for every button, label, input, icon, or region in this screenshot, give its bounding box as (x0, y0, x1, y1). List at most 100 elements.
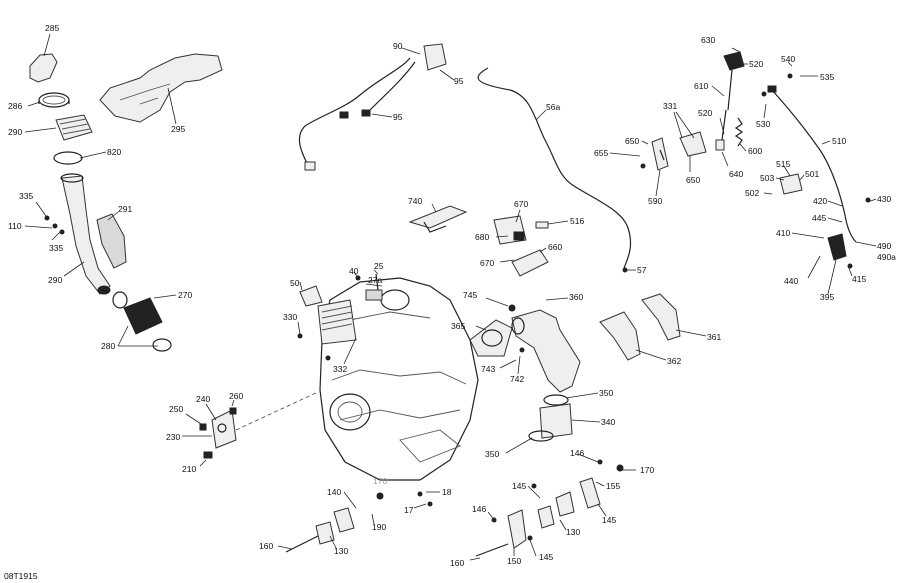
callout-57: 57 (637, 265, 647, 275)
callout-285: 285 (45, 23, 59, 33)
part-270-boot (112, 291, 172, 352)
callout-160: 160 (450, 558, 464, 568)
callout-335: 335 (49, 243, 63, 253)
part-286-clamp (38, 92, 70, 108)
callout-331: 331 (663, 101, 677, 111)
part-590-pedal (651, 137, 669, 171)
callout-290: 290 (8, 127, 22, 137)
callout-260: 260 (229, 391, 243, 401)
callout-743: 743 (481, 364, 495, 374)
callout-630: 630 (701, 35, 715, 45)
part-630-knob (715, 51, 745, 151)
part-290-intake-duct (60, 173, 111, 295)
part-331-clip (679, 131, 707, 157)
callout-535: 535 (820, 72, 834, 82)
callout-190: 190 (372, 522, 386, 532)
callout-332: 332 (333, 364, 347, 374)
callout-740: 740 (408, 196, 422, 206)
callout-130: 130 (566, 527, 580, 537)
callout-146: 146 (570, 448, 584, 458)
leader-lines (24, 33, 877, 561)
callout-361: 361 (707, 332, 721, 342)
callout-145: 145 (539, 552, 553, 562)
callout-95: 95 (393, 112, 403, 122)
part-56a-hose (477, 67, 632, 269)
callout-680: 680 (475, 232, 489, 242)
part-340-muffler (528, 394, 573, 442)
part-395-bracket (827, 233, 847, 261)
callout-365: 365 (451, 321, 465, 331)
callout-50: 50 (290, 278, 300, 288)
callout-280: 280 (101, 341, 115, 351)
callout-155: 155 (606, 481, 620, 491)
callout-270: 270 (178, 290, 192, 300)
callout-335: 335 (19, 191, 33, 201)
part-295-heat-shield (99, 53, 223, 123)
document-id: 08T1915 (4, 571, 38, 581)
callout-17: 17 (404, 505, 414, 515)
fasteners (44, 73, 871, 541)
part-365-flange (469, 319, 513, 357)
callout-350: 350 (599, 388, 613, 398)
callout-250: 250 (169, 404, 183, 414)
part-150-lever-right (475, 491, 575, 557)
callout-160: 160 (259, 541, 273, 551)
callout-490: 490 (877, 241, 891, 251)
callout-430: 430 (877, 194, 891, 204)
callout-170: 170 (640, 465, 654, 475)
part-515-bracket (779, 173, 803, 195)
callout-600: 600 (748, 146, 762, 156)
callout-146: 146 (472, 504, 486, 514)
callout-445: 445 (812, 213, 826, 223)
part-360-exhaust-pipe (511, 309, 581, 393)
callout-90: 90 (393, 41, 403, 51)
callout-410: 410 (776, 228, 790, 238)
part-285-cap (29, 53, 58, 83)
part-361-shield (641, 293, 681, 341)
callout-145: 145 (602, 515, 616, 525)
callout-110: 110 (8, 221, 22, 231)
callout-590: 590 (648, 196, 662, 206)
callout-140: 140 (327, 487, 341, 497)
callout-291: 291 (118, 204, 132, 214)
part-680-valve (493, 215, 549, 245)
callout-520: 520 (749, 59, 763, 69)
callout-330: 330 (283, 312, 297, 322)
callout-640: 640 (729, 169, 743, 179)
callout-170: 170 (373, 476, 387, 486)
callout-362: 362 (667, 356, 681, 366)
callout-150: 150 (507, 556, 521, 566)
callout-240: 240 (196, 394, 210, 404)
callout-660: 660 (548, 242, 562, 252)
callout-210: 210 (182, 464, 196, 474)
callout-350: 350 (485, 449, 499, 459)
part-510-cable (767, 85, 857, 243)
part-25-fitting (365, 273, 383, 301)
part-740-bracket (408, 205, 468, 233)
callout-742: 742 (510, 374, 524, 384)
callout-56a: 56a (546, 102, 560, 112)
callout-515: 515 (776, 159, 790, 169)
part-600-spring (734, 117, 744, 147)
callout-503: 503 (760, 173, 774, 183)
callout-502: 502 (745, 188, 759, 198)
callout-230: 230 (166, 432, 180, 442)
callout-510: 510 (832, 136, 846, 146)
callout-670: 670 (480, 258, 494, 268)
callout-360: 360 (569, 292, 583, 302)
part-50-gasket (299, 285, 323, 307)
callout-290: 290 (48, 275, 62, 285)
callout-650: 650 (625, 136, 639, 146)
callout-395: 395 (820, 292, 834, 302)
callout-610: 610 (694, 81, 708, 91)
callout-516: 516 (570, 216, 584, 226)
part-820-oring (53, 151, 83, 165)
callout-labels: 285 286 290 820 295 335 110 335 291 290 … (8, 23, 896, 568)
part-155-arm (579, 477, 601, 509)
callout-95: 95 (454, 76, 464, 86)
part-660-bracket (511, 249, 549, 277)
callout-820: 820 (107, 147, 121, 157)
callout-745: 745 (463, 290, 477, 300)
part-230-bracket (199, 407, 237, 459)
callout-670: 670 (514, 199, 528, 209)
